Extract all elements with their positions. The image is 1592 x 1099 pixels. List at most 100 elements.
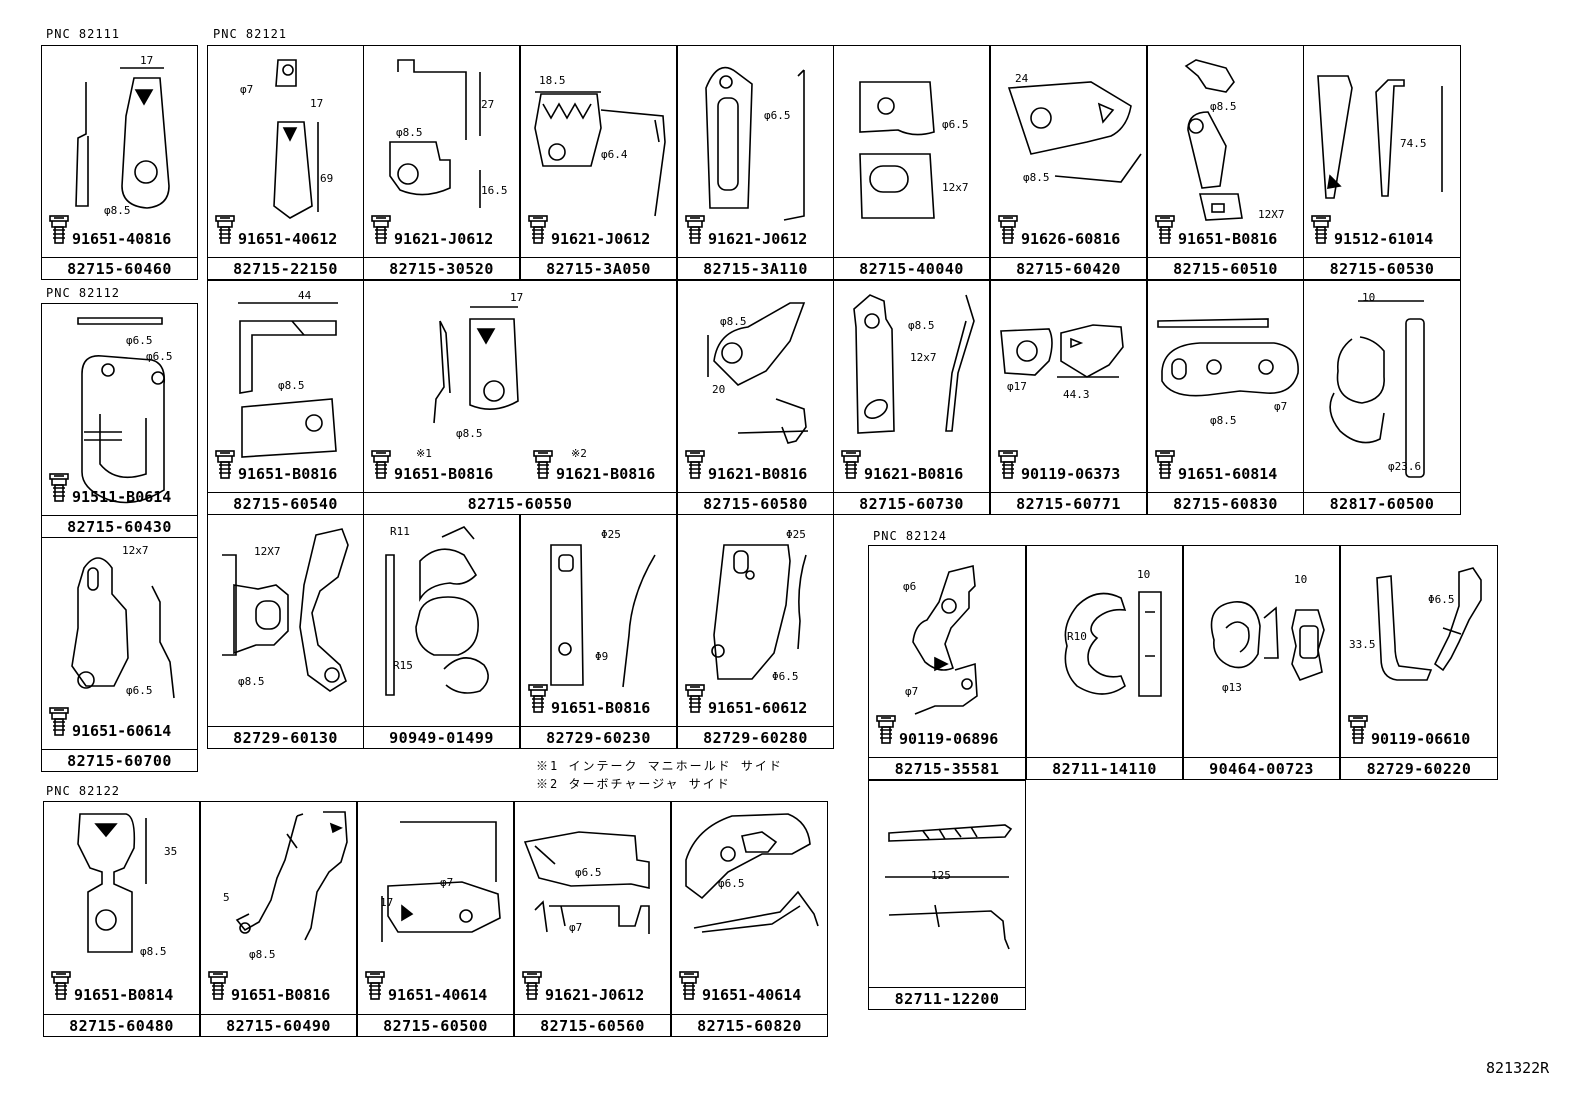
bolt-part-number: 91621-J0612	[545, 986, 645, 1004]
part-number: 82715-60420	[991, 257, 1146, 279]
part-drawing-c23	[1064, 591, 1162, 697]
part-drawing-c11	[371, 306, 553, 479]
bolt-part-number: 91651-B0816	[238, 465, 338, 483]
bolt-part-number: 91512-61014	[1334, 230, 1434, 248]
dimension-label: ※1	[416, 447, 432, 460]
dimension-label: Φ25	[601, 528, 621, 541]
part-number: 82715-60540	[208, 492, 363, 514]
dimension-label: φ7	[240, 83, 254, 96]
bolt-part-number: 91621-J0612	[394, 230, 494, 248]
dimension-label: φ8.5	[1210, 100, 1237, 113]
part-number: 82715-40040	[834, 257, 989, 279]
bolt-part-number: 91651-40816	[72, 230, 172, 248]
part-number: 82715-60700	[42, 749, 197, 771]
dimension-label: 16.5	[481, 184, 508, 197]
part-number: 82715-60430	[42, 515, 197, 537]
bolt-part-number: 91651-B0816	[231, 986, 331, 1004]
dimension-label: R10	[1067, 630, 1087, 643]
dimension-label: 74.5	[1400, 137, 1427, 150]
dimension-label: Φ6.5	[772, 670, 799, 683]
dimension-label: 24	[1015, 72, 1029, 85]
part-number: 82715-60820	[672, 1014, 827, 1036]
dimension-label: 44	[298, 289, 312, 302]
part-drawing-c15	[1155, 318, 1299, 479]
part-number: 82715-60771	[991, 492, 1146, 514]
part-number: 82715-3A050	[521, 257, 676, 279]
dimension-label: φ17	[1007, 380, 1027, 393]
bolt-part-number: 91621-B0816	[864, 465, 964, 483]
bolt-part-number: 90119-06610	[1371, 730, 1471, 748]
dimension-label: φ7	[905, 685, 919, 698]
part-drawing-c4	[685, 66, 805, 244]
bolt-part-number: 91626-60816	[1021, 230, 1121, 248]
dimension-label: 125	[931, 869, 951, 882]
part-drawing-c5	[859, 81, 935, 219]
bolt-part-number: 91651-60814	[1178, 465, 1278, 483]
bolt-part-number: 91621-J0612	[708, 230, 808, 248]
part-number: 82715-60510	[1148, 257, 1303, 279]
part-number: 82715-60560	[515, 1014, 670, 1036]
dimension-label: φ8.5	[249, 948, 276, 961]
dimension-label: 20	[712, 383, 726, 396]
part-drawing-c30	[522, 831, 650, 1000]
part-number: 82729-60230	[521, 726, 676, 748]
part-number: 82715-60550	[364, 492, 676, 514]
dimension-label: 35	[164, 845, 178, 858]
dimension-label: φ8.5	[1023, 171, 1050, 184]
part-drawing-c17	[49, 557, 175, 736]
dimension-label: φ6.5	[764, 109, 791, 122]
part-drawing-c25	[1348, 567, 1482, 744]
dimension-label: 17	[380, 896, 394, 909]
dimension-label: 12x7	[942, 181, 969, 194]
note-1: ※1 インテーク マニホールド サイド	[536, 759, 783, 773]
dimension-label: 18.5	[539, 74, 566, 87]
part-drawing-c7	[1155, 59, 1243, 244]
part-number: 82715-60460	[42, 257, 197, 279]
part-number: 90949-01499	[364, 726, 519, 748]
dimension-label: φ8.5	[140, 945, 167, 958]
bolt-part-number: 91651-40612	[238, 230, 338, 248]
part-number: 82715-3A110	[678, 257, 833, 279]
dimension-label: 12x7	[122, 544, 149, 557]
dimension-label: 17	[140, 54, 154, 67]
part-drawing-c12	[685, 302, 809, 479]
part-drawing-c28	[208, 811, 348, 1000]
part-drawing-c10	[215, 302, 338, 479]
dimension-label: φ8.5	[104, 204, 131, 217]
dimension-label: φ23.6	[1388, 460, 1422, 473]
bolt-part-number: 91651-B0816	[394, 465, 494, 483]
dimension-label: 10	[1362, 291, 1376, 304]
bolt-part-number: 91651-60612	[708, 699, 808, 717]
note-2: ※2 ターボチャージャ サイド	[536, 777, 731, 791]
dimension-label: φ13	[1222, 681, 1242, 694]
part-drawing-c31	[679, 813, 819, 1000]
dimension-label: 12x7	[910, 351, 937, 364]
dimension-label: φ8.5	[1210, 414, 1237, 427]
dimension-label: ※2	[571, 447, 587, 460]
part-number: 82715-60500	[358, 1014, 513, 1036]
part-drawing-c13	[841, 294, 975, 479]
part-drawing-c8	[1311, 75, 1443, 244]
part-number: 82715-60480	[44, 1014, 199, 1036]
part-drawing-c16	[1329, 300, 1425, 478]
bolt-part-number: 91651-40614	[388, 986, 488, 1004]
bolt-part-number: 91651-B0814	[74, 986, 174, 1004]
part-drawing-c19	[385, 526, 489, 696]
dimension-label: 17	[510, 291, 524, 304]
